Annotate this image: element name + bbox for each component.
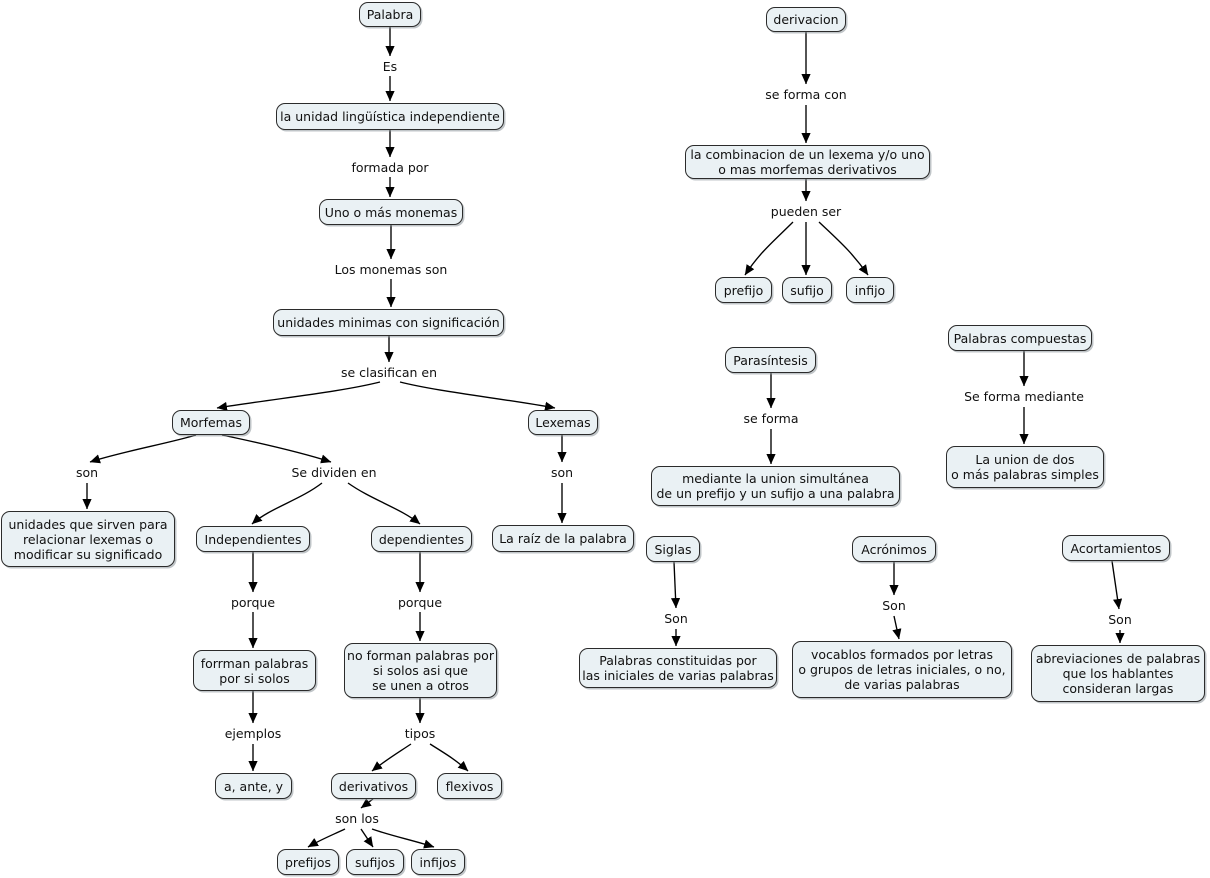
edge-label-porque-1: porque	[228, 595, 278, 610]
node-derivacion[interactable]: derivacion	[766, 7, 846, 32]
edge-label-son-morfemas: son	[73, 465, 101, 480]
node-siglas-def[interactable]: Palabras constituidas por las iniciales …	[579, 648, 777, 688]
edge-se-clasifican-en-to-morfemas	[216, 381, 381, 411]
edge-morfemas-to-son-morfemas	[89, 434, 197, 464]
edge-siglas-to-son-siglas	[670, 561, 681, 609]
node-independientes[interactable]: Independientes	[196, 526, 310, 552]
edge-pueden-ser-to-infijo	[818, 221, 869, 276]
edge-label-formada-por: formada por	[349, 160, 431, 175]
node-infijos[interactable]: infijos	[411, 849, 465, 875]
edge-label-se-forma-mediante: Se forma mediante	[962, 389, 1086, 404]
edge-derivativos-to-son-los	[360, 798, 374, 809]
edge-label-los-monemas-son: Los monemas son	[332, 262, 450, 277]
edge-label-se-dividen-en: Se dividen en	[289, 465, 379, 480]
node-siglas[interactable]: Siglas	[646, 536, 700, 562]
node-unidades-minimas[interactable]: unidades minimas con significación	[273, 309, 504, 336]
edge-label-son-lexemas: son	[548, 465, 576, 480]
node-acronimos-def[interactable]: vocablos formados por letras o grupos de…	[792, 641, 1012, 698]
edge-se-clasifican-en-to-lexemas	[399, 381, 556, 411]
edge-son-los-to-sufijos	[360, 828, 374, 848]
edge-son-los-to-infijos	[371, 828, 435, 849]
node-acronimos[interactable]: Acrónimos	[852, 536, 936, 562]
node-raiz[interactable]: La raíz de la palabra	[492, 525, 634, 552]
node-monemas[interactable]: Uno o más monemas	[319, 199, 463, 225]
edge-son-los-to-prefijos	[307, 828, 346, 848]
node-compuestas[interactable]: Palabras compuestas	[948, 325, 1092, 351]
node-sufijo[interactable]: sufijo	[782, 277, 832, 303]
edge-label-se-forma-con: se forma con	[763, 87, 849, 102]
edge-acortamientos-to-son-acortamientos	[1111, 560, 1123, 610]
node-derivativos[interactable]: derivativos	[331, 773, 416, 799]
node-sufijos[interactable]: sufijos	[346, 849, 404, 875]
edge-label-son-siglas: Son	[662, 611, 690, 626]
node-parasintesis[interactable]: Parasíntesis	[725, 347, 816, 373]
edge-son-acronimos-to-acronimos-def	[892, 615, 902, 640]
edge-morfemas-to-se-dividen-en	[221, 434, 332, 464]
edge-tipos-to-flexivos	[429, 743, 469, 772]
edge-label-ejemplos: ejemplos	[222, 726, 284, 741]
node-palabra[interactable]: Palabra	[359, 2, 421, 27]
node-parasintesis-def[interactable]: mediante la union simultánea de un prefi…	[651, 466, 900, 506]
node-lexemas[interactable]: Lexemas	[528, 410, 598, 435]
node-combinacion[interactable]: la combinacion de un lexema y/o uno o ma…	[685, 145, 930, 179]
node-a-ante-y[interactable]: a, ante, y	[215, 773, 292, 799]
node-morfemas[interactable]: Morfemas	[172, 410, 250, 435]
edge-label-es: Es	[380, 59, 400, 74]
edge-label-se-forma: se forma	[741, 411, 801, 426]
node-unidades-relacionar[interactable]: unidades que sirven para relacionar lexe…	[1, 511, 175, 567]
node-infijo[interactable]: infijo	[846, 277, 894, 303]
edge-label-son-los: son los	[333, 811, 381, 826]
node-forrman[interactable]: forrman palabras por si solos	[193, 650, 316, 691]
edge-label-son-acortamientos: Son	[1106, 612, 1134, 627]
node-acortamientos[interactable]: Acortamientos	[1062, 535, 1170, 561]
node-no-forman[interactable]: no forman palabras por si solos asi que …	[344, 643, 497, 698]
edge-se-dividen-en-to-dependientes	[347, 482, 421, 525]
edge-label-porque-2: porque	[395, 595, 445, 610]
edge-label-pueden-ser: pueden ser	[768, 204, 844, 219]
edge-label-tipos: tipos	[402, 726, 438, 741]
node-prefijos[interactable]: prefijos	[277, 849, 339, 875]
edge-group	[82, 27, 1125, 849]
edge-tipos-to-derivativos	[371, 743, 412, 772]
node-unidad[interactable]: la unidad lingüística independiente	[276, 103, 504, 130]
node-acortamientos-def[interactable]: abreviaciones de palabras que los hablan…	[1031, 645, 1205, 702]
edge-label-son-acronimos: Son	[880, 598, 908, 613]
edge-se-dividen-en-to-independientes	[251, 482, 323, 525]
node-dependientes[interactable]: dependientes	[371, 526, 472, 552]
node-prefijo[interactable]: prefijo	[715, 277, 772, 303]
node-flexivos[interactable]: flexivos	[437, 773, 502, 799]
node-compuestas-def[interactable]: La union de dos o más palabras simples	[946, 446, 1104, 488]
edge-label-se-clasifican-en: se clasifican en	[338, 365, 440, 380]
edge-pueden-ser-to-prefijo	[744, 221, 794, 276]
